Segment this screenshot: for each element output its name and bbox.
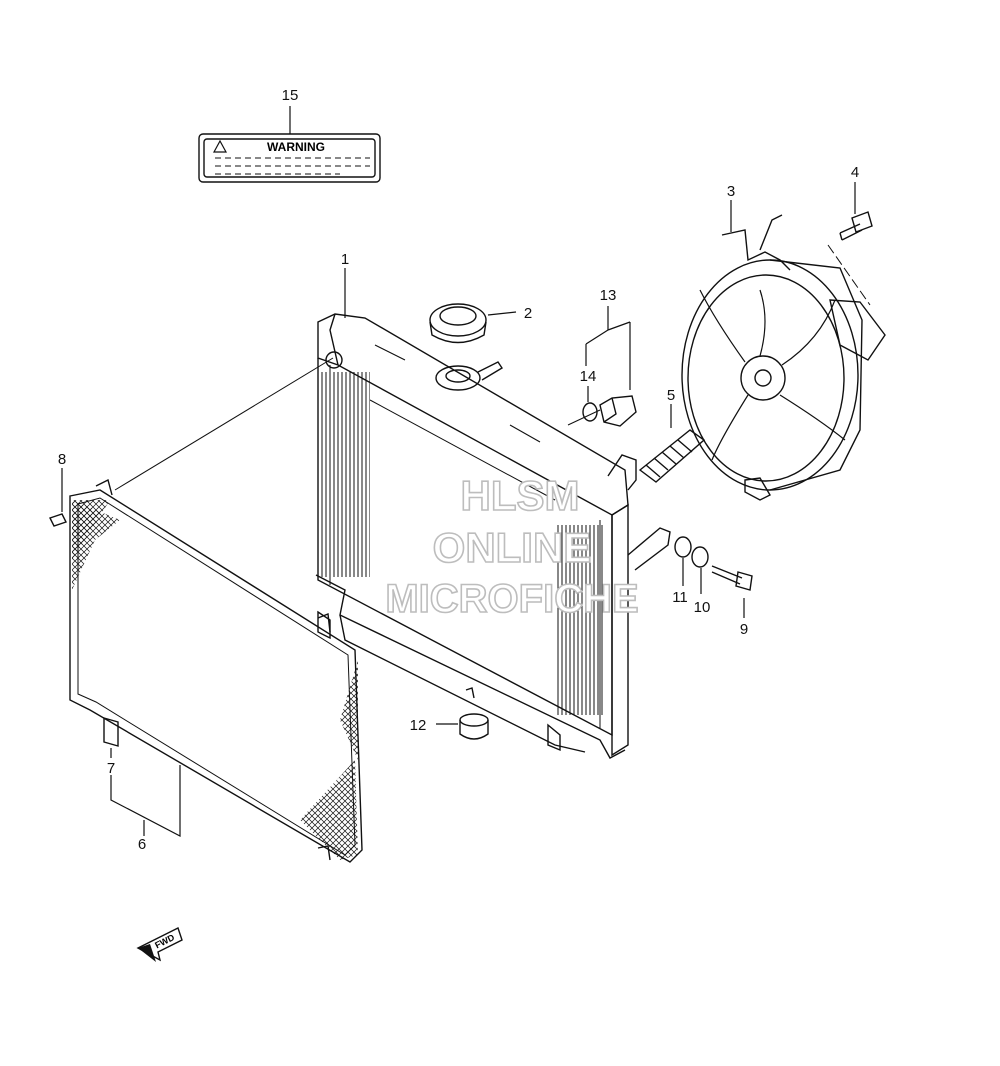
watermark-line-3: MICROFICHE [385, 577, 638, 621]
callout-14: 14 [580, 368, 597, 385]
radiator [315, 313, 671, 759]
watermark: HLSM ONLINE MICROFICHE [385, 471, 640, 622]
cushion-11 [674, 536, 692, 558]
hose [638, 429, 706, 483]
callout-13: 13 [600, 287, 617, 304]
callout-12: 12 [410, 717, 427, 734]
callout-11: 11 [672, 589, 688, 606]
bolt-9 [711, 565, 753, 591]
callout-9: 9 [740, 621, 748, 638]
callout-1: 1 [341, 251, 349, 268]
clip-8 [49, 513, 67, 527]
watermark-line-2: ONLINE [433, 524, 592, 571]
radiator-cap [429, 303, 503, 391]
thermo-switch [599, 395, 637, 427]
o-ring [582, 402, 598, 422]
collar-10 [691, 546, 709, 568]
callout-6: 6 [138, 836, 146, 853]
warning-label-text: WARNING [267, 140, 325, 154]
bolt-4 [839, 211, 873, 241]
fwd-arrow: FWD [136, 927, 183, 962]
callout-4: 4 [851, 164, 859, 181]
callout-15: 15 [282, 87, 299, 104]
callout-10: 10 [694, 599, 711, 616]
callout-5: 5 [667, 387, 675, 404]
cushion-12 [459, 687, 489, 740]
callout-2: 2 [524, 305, 532, 322]
callout-7: 7 [107, 760, 115, 777]
radiator-cover [69, 478, 363, 863]
callout-3: 3 [727, 183, 735, 200]
callout-8: 8 [58, 451, 66, 468]
cooling-fan [681, 214, 886, 501]
watermark-line-1: HLSM [461, 472, 580, 519]
